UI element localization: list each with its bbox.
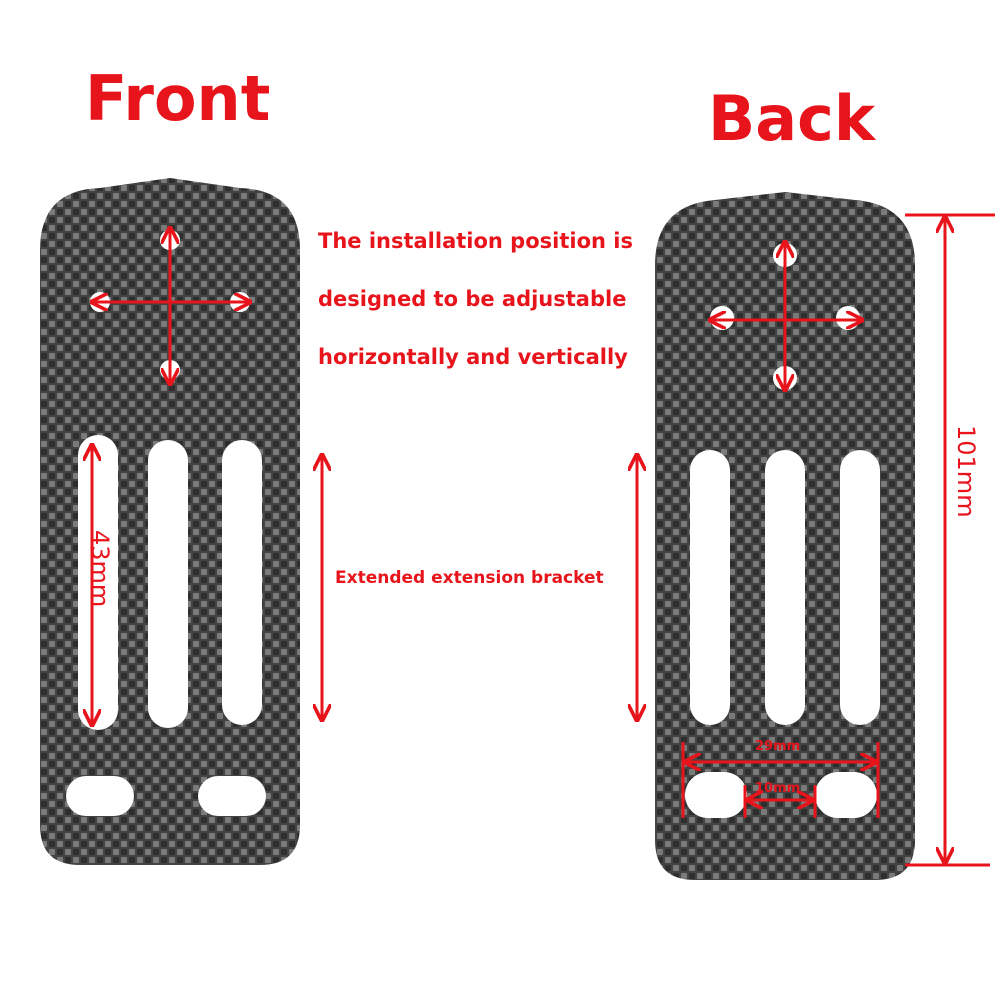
installation-note-line-1: The installation position is [318,229,633,253]
slot-length-label: 43mm [86,530,114,607]
back-title: Back [708,82,877,155]
installation-note-line-3: horizontally and vertically [318,345,628,369]
gap-10-label: 10mm [755,781,800,796]
extension-note: Extended extension bracket [335,568,604,588]
front-title: Front [85,62,270,135]
installation-note-line-2: designed to be adjustable [318,287,626,311]
front-plate [40,178,300,865]
back-plate [655,192,915,880]
span-29-label: 29mm [755,739,800,754]
total-length-label: 101mm [952,425,980,518]
